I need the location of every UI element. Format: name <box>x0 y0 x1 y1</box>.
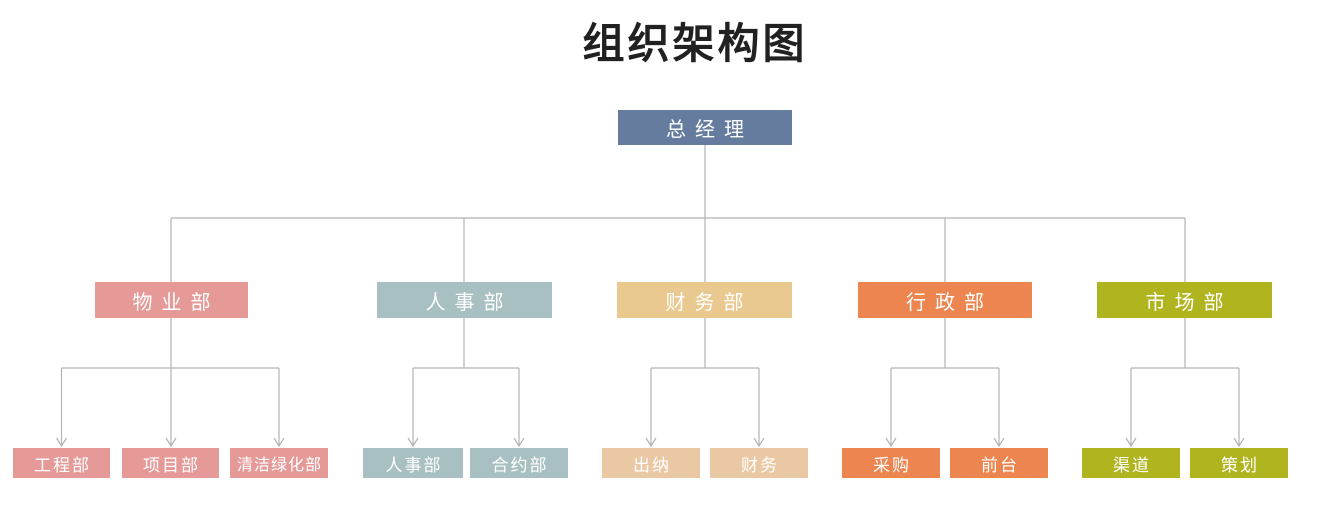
org-node-procurement: 采购 <box>842 448 940 478</box>
arrowhead-icon <box>1233 437 1245 448</box>
page-title: 组织架构图 <box>582 22 808 68</box>
org-node-hr-dept: 人事部 <box>377 282 552 318</box>
org-node-marketing-dept: 市场部 <box>1097 282 1272 318</box>
org-node-channel: 渠道 <box>1082 448 1180 478</box>
arrowhead-icon <box>753 437 765 448</box>
arrowhead-icon <box>993 437 1005 448</box>
arrowhead-icon <box>1125 437 1137 448</box>
org-node-cashier: 出纳 <box>602 448 700 478</box>
org-node-cleaning-greening-dept: 清洁绿化部 <box>230 448 328 478</box>
org-node-hr-sub-dept: 人事部 <box>363 448 463 478</box>
arrowhead-icon <box>513 437 525 448</box>
org-node-general-manager: 总经理 <box>618 110 792 145</box>
org-node-project-dept: 项目部 <box>122 448 219 478</box>
arrowhead-icon <box>273 437 285 448</box>
arrowhead-icon <box>55 437 68 448</box>
org-node-finance: 财务 <box>710 448 808 478</box>
org-node-planning: 策划 <box>1190 448 1288 478</box>
org-node-engineering-dept: 工程部 <box>13 448 110 478</box>
org-node-property-dept: 物业部 <box>95 282 248 318</box>
arrowhead-icon <box>165 437 177 448</box>
arrowhead-icon <box>885 437 897 448</box>
org-node-finance-dept: 财务部 <box>617 282 792 318</box>
org-node-contract-dept: 合约部 <box>470 448 568 478</box>
org-node-front-desk: 前台 <box>950 448 1048 478</box>
arrowhead-icon <box>645 437 657 448</box>
org-node-admin-dept: 行政部 <box>858 282 1032 318</box>
arrowhead-icon <box>407 437 419 448</box>
